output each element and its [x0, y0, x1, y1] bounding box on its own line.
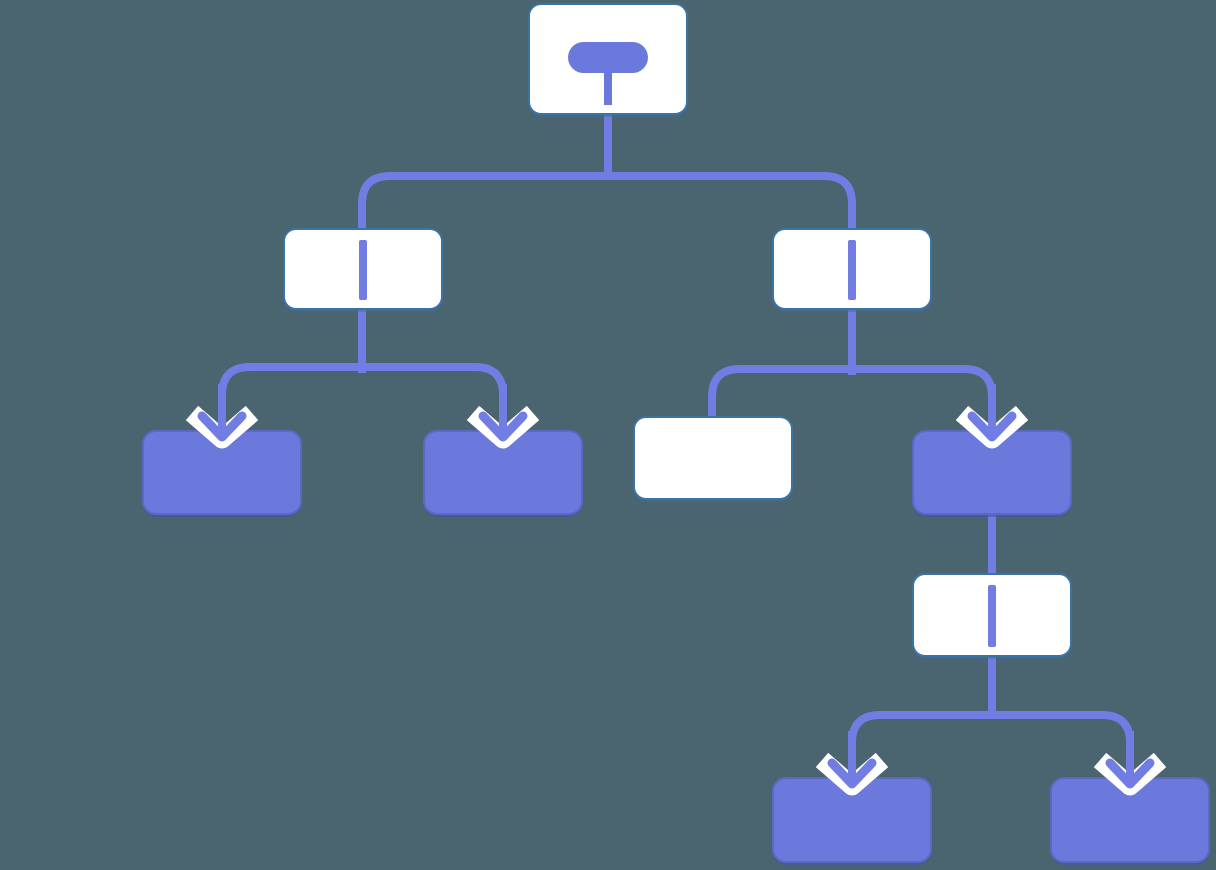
- arrow-down-icon: [1093, 731, 1167, 796]
- connector-left-subtree: [218, 363, 507, 420]
- arrow-down-icon: [955, 384, 1029, 449]
- node-sub-branch: [912, 573, 1072, 657]
- root-pill-stem: [604, 69, 612, 105]
- node-branch-right: [772, 228, 932, 310]
- divider-bar-icon: [848, 240, 856, 300]
- divider-bar-icon: [988, 585, 996, 647]
- node-branch-left: [283, 228, 443, 310]
- node-root: [528, 3, 688, 115]
- connector-level1: [358, 172, 856, 230]
- arrow-down-icon: [185, 384, 259, 449]
- root-pill-icon: [568, 42, 648, 73]
- arrow-down-icon: [815, 731, 889, 796]
- node-empty-card: [633, 416, 793, 500]
- divider-bar-icon: [359, 240, 367, 300]
- arrow-down-icon: [466, 384, 540, 449]
